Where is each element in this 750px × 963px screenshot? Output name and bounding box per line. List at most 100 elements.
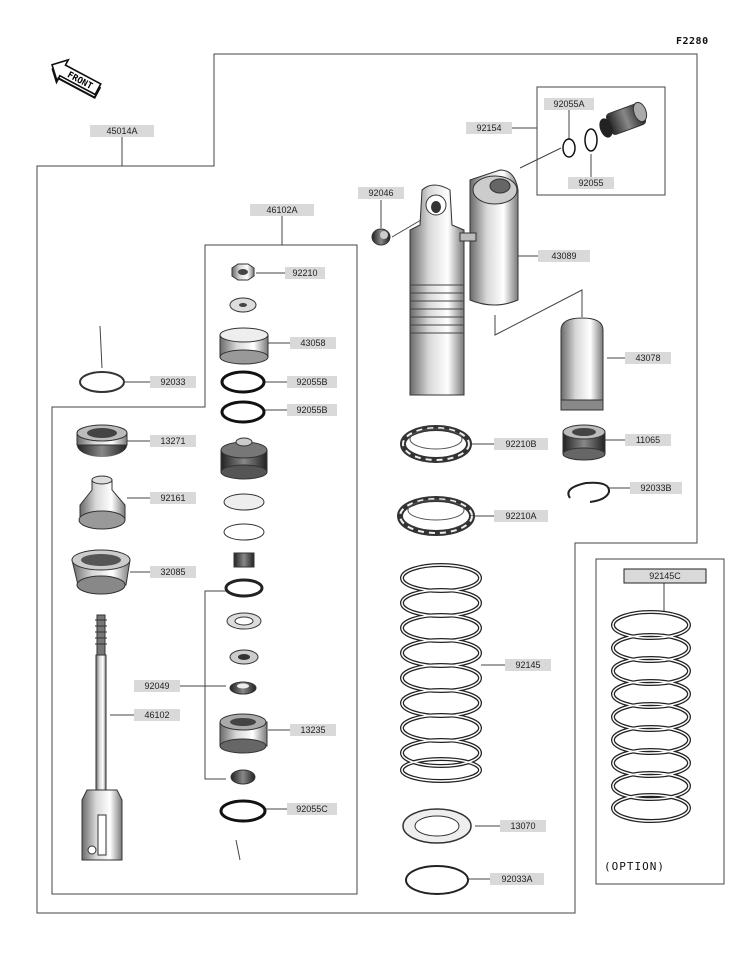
part-92161 (78, 475, 126, 530)
tag-92055C: 92055C (287, 803, 337, 815)
tag-92055B-2: 92055B (287, 404, 337, 416)
part-92033A (405, 865, 469, 895)
option-label: (OPTION) (604, 860, 665, 873)
leader-lines (99, 110, 665, 880)
svg-text:92210: 92210 (292, 268, 317, 278)
part-92145 (400, 563, 482, 783)
tag-92210A: 92210A (494, 510, 548, 522)
part-92049 (229, 681, 257, 695)
option-box (595, 558, 725, 885)
part-46102 (81, 614, 123, 861)
svg-text:13271: 13271 (160, 436, 185, 446)
part-11065 (562, 424, 606, 461)
tag-92049: 92049 (134, 680, 180, 692)
svg-text:46102: 46102 (144, 710, 169, 720)
part-92210 (231, 263, 255, 281)
svg-text:92161: 92161 (160, 493, 185, 503)
svg-text:92055A: 92055A (553, 99, 584, 109)
tag-11065: 11065 (625, 434, 671, 446)
tag-13235: 13235 (290, 724, 336, 736)
svg-text:92145C: 92145C (649, 571, 681, 581)
part-washer-3 (223, 523, 265, 541)
part-92055C (219, 799, 267, 823)
svg-text:92046: 92046 (368, 188, 393, 198)
svg-text:32085: 32085 (160, 567, 185, 577)
tag-92046: 92046 (358, 187, 404, 199)
svg-text:92033: 92033 (160, 377, 185, 387)
part-washer-1 (229, 297, 257, 313)
tag-92033: 92033 (150, 376, 196, 388)
part-92055 (584, 128, 598, 152)
tag-43089: 43089 (538, 250, 590, 262)
part-13271 (76, 424, 128, 457)
tag-46102A: 46102A (250, 204, 314, 216)
svg-text:92145: 92145 (515, 660, 540, 670)
front-arrow: FRONT (51, 58, 102, 99)
part-92145-inner (401, 564, 481, 782)
svg-text:13235: 13235 (300, 725, 325, 735)
tag-92154: 92154 (466, 122, 512, 134)
tag-92210B: 92210B (494, 438, 548, 450)
tag-92055A: 92055A (544, 98, 594, 110)
tag-92210: 92210 (285, 267, 325, 279)
tag-92055B-1: 92055B (287, 376, 337, 388)
svg-text:43089: 43089 (551, 251, 576, 261)
part-92055B-1 (220, 370, 266, 394)
svg-text:46102A: 46102A (266, 205, 297, 215)
svg-text:92055: 92055 (578, 178, 603, 188)
svg-text:92210A: 92210A (505, 511, 536, 521)
part-92033B (567, 481, 611, 503)
part-45014A-body (409, 169, 519, 396)
tag-92055: 92055 (568, 177, 614, 189)
part-92046 (371, 228, 391, 246)
part-43058 (219, 327, 269, 365)
svg-text:92033B: 92033B (640, 483, 671, 493)
svg-text:92055C: 92055C (296, 804, 328, 814)
svg-text:92055B: 92055B (296, 377, 327, 387)
part-92145C-inner (612, 611, 690, 822)
part-92033 (79, 371, 125, 393)
part-nut-lower (230, 769, 256, 785)
part-92210B (400, 425, 472, 463)
part-nut-small (233, 552, 255, 568)
tag-13070: 13070 (500, 820, 546, 832)
part-13235 (219, 713, 268, 754)
tag-92161: 92161 (150, 492, 196, 504)
svg-text:92154: 92154 (476, 123, 501, 133)
part-13070 (402, 808, 472, 844)
svg-text:92055B: 92055B (296, 405, 327, 415)
svg-text:92210B: 92210B (505, 439, 536, 449)
svg-text:45014A: 45014A (106, 126, 137, 136)
part-43078 (560, 317, 604, 411)
tag-43078: 43078 (625, 352, 671, 364)
tag-92033A: 92033A (490, 873, 544, 885)
svg-text:13070: 13070 (510, 821, 535, 831)
svg-text:92033A: 92033A (501, 874, 532, 884)
part-92145C (611, 610, 691, 823)
tag-92145: 92145 (505, 659, 551, 671)
part-shim-stack (224, 578, 264, 665)
part-92154 (599, 101, 648, 138)
tag-92033B: 92033B (630, 482, 682, 494)
subassembly-outline (51, 244, 358, 895)
valve-group-box (536, 86, 666, 196)
svg-text:92049: 92049 (144, 681, 169, 691)
svg-text:11065: 11065 (636, 435, 660, 445)
svg-text:43078: 43078 (635, 353, 660, 363)
part-92055A (562, 138, 576, 158)
tag-92145C: 92145C (623, 568, 707, 584)
part-piston-body (220, 437, 268, 480)
tag-32085: 32085 (150, 566, 196, 578)
part-92210A (397, 496, 475, 536)
figure-code: F2280 (676, 36, 709, 47)
part-92055B-2 (220, 400, 266, 424)
part-washer-2 (223, 493, 265, 511)
svg-text:43058: 43058 (300, 338, 325, 348)
tag-45014A: 45014A (90, 125, 154, 137)
tag-43058: 43058 (290, 337, 336, 349)
part-32085 (71, 549, 131, 595)
assembly-outline (36, 53, 698, 914)
tag-13271: 13271 (150, 435, 196, 447)
tag-46102: 46102 (134, 709, 180, 721)
